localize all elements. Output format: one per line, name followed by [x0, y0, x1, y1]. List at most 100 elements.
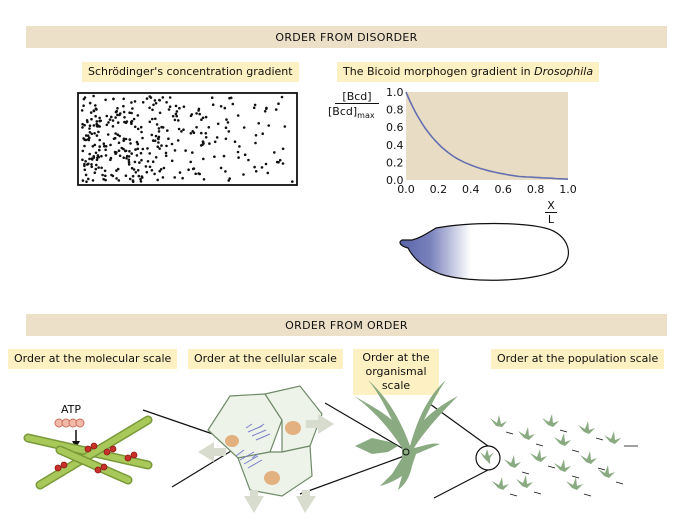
y-axis-label-denominator-text: [Bcd]	[328, 105, 358, 118]
gradient-dot	[158, 169, 161, 173]
gradient-dot	[156, 145, 159, 148]
gradient-dot	[242, 173, 245, 176]
gradient-dot	[215, 136, 219, 139]
gradient-dot	[226, 121, 230, 124]
gradient-dot	[145, 97, 149, 100]
gradient-dot	[104, 178, 107, 182]
gradient-dot	[280, 95, 284, 99]
y-tick-label: 0.6	[386, 121, 404, 134]
gradient-dot	[116, 133, 120, 136]
gradient-dot	[130, 152, 133, 155]
gradient-dot	[197, 109, 200, 112]
x-tick-label: 0.6	[494, 183, 512, 196]
gradient-dot	[133, 125, 137, 129]
gradient-dot	[103, 144, 106, 148]
gradient-dot	[224, 170, 227, 173]
gradient-dot	[177, 127, 181, 131]
gradient-dot	[182, 128, 185, 131]
gradient-dot	[264, 162, 268, 166]
gradient-dot	[95, 120, 99, 123]
gradient-dot	[140, 130, 143, 134]
scale-label-organismal-line1: Order at the	[362, 351, 430, 364]
gradient-dot	[195, 112, 198, 115]
gradient-dot	[227, 130, 231, 133]
gradient-dot	[94, 107, 98, 110]
gradient-box	[77, 92, 298, 186]
gradient-dot	[231, 102, 235, 106]
gradient-dot	[236, 114, 240, 117]
gradient-dot	[86, 163, 89, 166]
gradient-dot	[182, 105, 186, 108]
gradient-dot	[115, 169, 118, 172]
gradient-dot	[135, 154, 139, 157]
gradient-dot	[136, 169, 140, 172]
gradient-dot	[100, 154, 103, 158]
gradient-dot	[104, 148, 107, 152]
gradient-dot	[92, 94, 95, 98]
gradient-dot	[213, 140, 217, 144]
gradient-dot	[219, 166, 223, 170]
scale-label-organismal-line2: organismal scale	[365, 365, 427, 392]
gradient-dot	[90, 132, 94, 136]
bottom-banner: ORDER FROM ORDER	[26, 314, 667, 336]
gradient-dot	[283, 125, 287, 128]
gradient-dot	[115, 177, 118, 180]
gradient-dot	[122, 110, 126, 114]
gradient-dot	[150, 169, 154, 172]
right-panel-title: The Bicoid morphogen gradient in Drosoph…	[337, 62, 600, 82]
gradient-dot	[134, 148, 137, 151]
gradient-dot	[158, 147, 161, 150]
gradient-dot	[88, 157, 91, 161]
gradient-dot	[166, 129, 169, 132]
gradient-dot	[98, 116, 101, 120]
gradient-dot	[161, 176, 165, 179]
gradient-dot	[180, 130, 183, 133]
gradient-dot	[128, 150, 131, 153]
gradient-dot	[81, 179, 85, 182]
gradient-dot	[137, 174, 141, 178]
gradient-dot	[127, 163, 131, 166]
gradient-dot	[95, 163, 98, 167]
gradient-dot	[153, 99, 157, 102]
gradient-dot	[85, 180, 88, 183]
gradient-dot	[202, 178, 206, 181]
gradient-dot	[174, 112, 178, 116]
gradient-dot	[158, 99, 161, 102]
gradient-dot	[155, 123, 159, 126]
gradient-dot	[83, 144, 86, 148]
flight-direction-arrows	[505, 429, 638, 497]
gradient-dot	[97, 130, 100, 134]
y-tick-label: 0.0	[386, 174, 404, 187]
gradient-dot	[139, 125, 143, 129]
gradient-dot	[202, 142, 205, 145]
gradient-dot	[118, 154, 122, 158]
gradient-dot	[86, 120, 89, 124]
gradient-dot	[210, 96, 214, 99]
atp-molecule-icon	[54, 418, 85, 428]
gradient-dot	[257, 122, 261, 125]
gradient-dot	[253, 103, 257, 107]
gradient-dot	[116, 113, 119, 117]
gradient-dot	[99, 119, 102, 123]
bird-flock	[480, 414, 621, 490]
gradient-dot	[89, 111, 93, 114]
gradient-dot	[128, 111, 131, 114]
gradient-dot	[111, 174, 115, 178]
gradient-dot	[175, 114, 178, 118]
gradient-dot	[194, 172, 197, 176]
gradient-dot	[207, 126, 211, 129]
gradient-dot	[146, 147, 149, 150]
gradient-dot	[105, 123, 109, 127]
zoom-circle	[402, 448, 410, 456]
right-panel-title-prefix: The Bicoid morphogen gradient in	[343, 65, 535, 78]
gradient-dot	[98, 138, 101, 142]
gradient-dot	[136, 127, 140, 131]
embryo-shape	[399, 222, 569, 281]
gradient-dot	[165, 144, 168, 148]
gradient-dot	[181, 176, 184, 180]
gradient-dot	[122, 156, 125, 159]
gradient-dot	[138, 161, 141, 164]
gradient-dot	[130, 111, 133, 115]
gradient-dot	[131, 107, 134, 110]
